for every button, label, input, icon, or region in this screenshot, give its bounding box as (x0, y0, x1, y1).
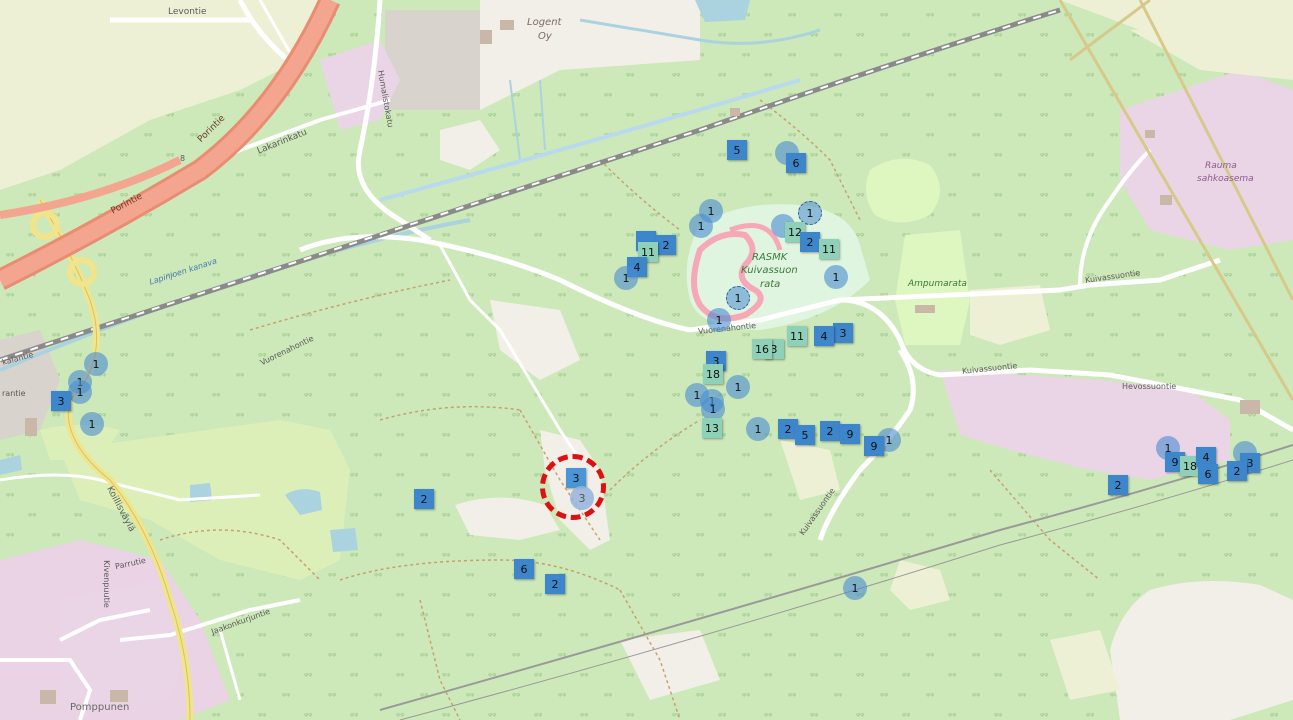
marker-cluster[interactable]: 11 (819, 239, 839, 259)
route-number-badge: 8 (180, 154, 186, 163)
marker-point[interactable]: 1 (746, 417, 770, 441)
marker-point[interactable]: 1 (701, 397, 725, 421)
marker-cluster[interactable]: 18 (1180, 456, 1200, 476)
marker-cluster[interactable]: 2 (1227, 461, 1247, 481)
marker-cluster[interactable]: 2 (414, 489, 434, 509)
marker-cluster[interactable]: 2 (656, 235, 676, 255)
marker-point[interactable]: 1 (707, 308, 731, 332)
street-label-rantie: rantie (2, 389, 26, 398)
street-label-kivenpuutie: Kivenpuutie (101, 560, 111, 608)
marker-cluster[interactable]: 4 (1196, 447, 1216, 467)
marker-cluster[interactable]: 5 (795, 425, 815, 445)
marker-cluster[interactable]: 13 (702, 418, 722, 438)
marker-cluster-highlighted[interactable]: 3 (566, 468, 586, 488)
marker-cluster[interactable]: 2 (545, 574, 565, 594)
marker-point-highlighted[interactable]: 3 (570, 486, 594, 510)
poi-label-logent: Logent (527, 17, 562, 28)
marker-cluster[interactable]: 6 (1198, 464, 1218, 484)
marker-cluster[interactable]: 3 (51, 391, 71, 411)
poi-label-rasmk-line2: Kuivassuon (741, 265, 798, 276)
poi-label-rauma-line2: sahkoasema (1197, 174, 1254, 184)
marker-cluster[interactable]: 2 (778, 419, 798, 439)
marker-cluster[interactable]: 2 (820, 421, 840, 441)
marker-point[interactable]: 1 (614, 266, 638, 290)
poi-label-rauma-line1: Rauma (1205, 161, 1237, 171)
marker-cluster[interactable]: 2 (1108, 475, 1128, 495)
marker-point[interactable]: 1 (84, 352, 108, 376)
marker-point[interactable]: 1 (68, 380, 92, 404)
street-label-hevossuontie: Hevossuontie (1122, 382, 1177, 391)
poi-label-oy: Oy (538, 31, 552, 42)
marker-point[interactable]: 1 (798, 201, 822, 225)
marker-cluster[interactable]: 6 (514, 559, 534, 579)
street-label-levontie: Levontie (168, 7, 207, 17)
marker-cluster[interactable]: 16 (752, 339, 772, 359)
marker-cluster[interactable]: 9 (864, 436, 884, 456)
marker-point[interactable]: 1 (843, 576, 867, 600)
marker-point[interactable]: 1 (726, 375, 750, 399)
poi-label-rasmk-line3: rata (760, 279, 781, 290)
poi-label-ampumarata: Ampumarata (908, 279, 967, 289)
marker-cluster[interactable]: 3 (833, 323, 853, 343)
marker-cluster[interactable]: 9 (840, 424, 860, 444)
marker-point[interactable]: 1 (726, 286, 750, 310)
marker-cluster[interactable]: 11 (787, 326, 807, 346)
marker-cluster[interactable]: 18 (703, 364, 723, 384)
marker-cluster[interactable]: 2 (800, 232, 820, 252)
poi-label-rasmk-line1: RASMK (752, 252, 788, 263)
marker-point[interactable]: 1 (689, 214, 713, 238)
marker-cluster[interactable]: 4 (814, 326, 834, 346)
place-label-pomppunen: Pomppunen (70, 702, 130, 713)
marker-point[interactable]: 1 (80, 412, 104, 436)
marker-cluster[interactable]: 6 (786, 153, 806, 173)
marker-cluster[interactable]: 5 (727, 140, 747, 160)
marker-point[interactable]: 1 (824, 265, 848, 289)
